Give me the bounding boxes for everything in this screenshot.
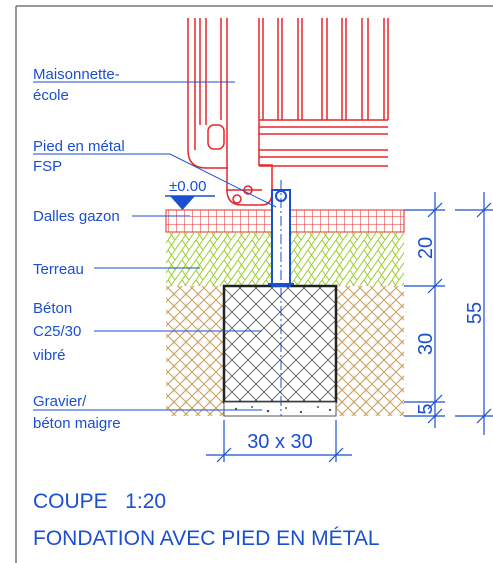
vertical-dimension-lines <box>404 192 493 435</box>
label-gravier-2: béton maigre <box>33 415 121 432</box>
level-label: ±0.00 <box>169 178 206 195</box>
label-terreau: Terreau <box>33 261 84 278</box>
label-maisonnette-1: Maisonnette- <box>33 66 120 83</box>
label-pied-2: FSP <box>33 158 62 175</box>
gravel-layer <box>223 401 337 417</box>
leader-pied <box>33 153 277 208</box>
dim-20: 20 <box>415 237 437 259</box>
dim-55: 55 <box>464 302 486 324</box>
label-dalles: Dalles gazon <box>33 208 120 225</box>
dim-5: 5 <box>415 403 437 414</box>
level-marker-icon <box>170 196 195 210</box>
drawing-title-scale: COUPE 1:20 <box>33 490 166 513</box>
earth-layer-right <box>336 286 404 416</box>
gravel-dots <box>234 406 332 414</box>
bolt-icon <box>275 190 287 202</box>
label-beton-1: Béton <box>33 300 72 317</box>
drawing-title: FONDATION AVEC PIED EN MÉTAL <box>33 527 380 550</box>
horizontal-dimension-lines <box>206 420 352 463</box>
label-maisonnette-2: école <box>33 87 69 104</box>
concrete-foundation <box>222 284 338 404</box>
label-pied-1: Pied en métal <box>33 138 125 155</box>
dim-width: 30 x 30 <box>247 431 313 453</box>
label-beton-2: C25/30 <box>33 323 81 340</box>
dim-30: 30 <box>415 333 437 355</box>
label-beton-3: vibré <box>33 347 66 364</box>
house-structure <box>187 18 389 206</box>
label-gravier-1: Gravier/ <box>33 393 87 410</box>
earth-layer-left <box>166 286 224 416</box>
